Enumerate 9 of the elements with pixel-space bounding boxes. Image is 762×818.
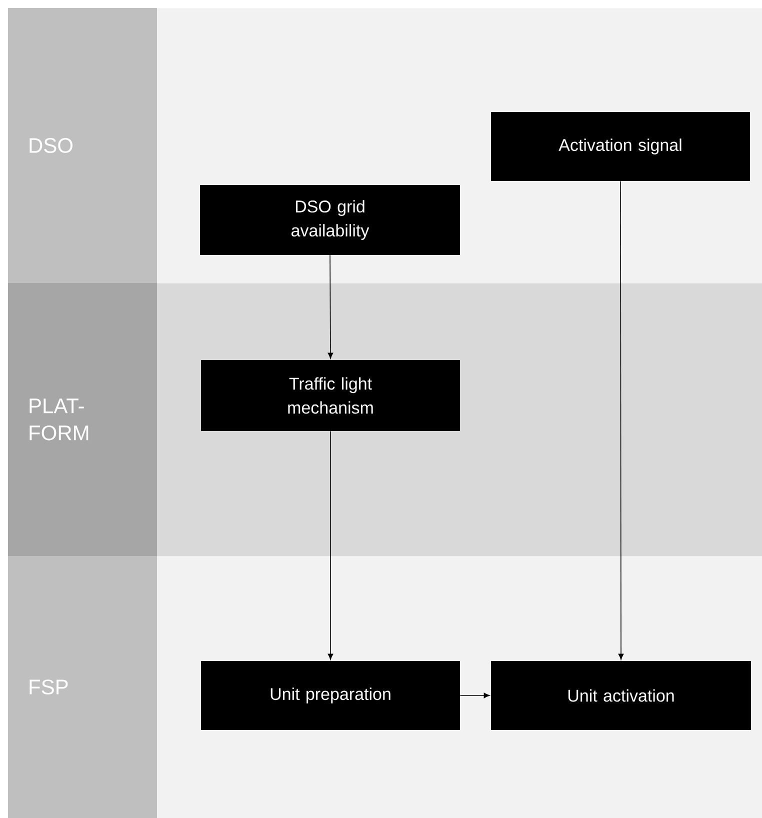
- arrow: [328, 430, 334, 660]
- process-box: Traffic light mechanism: [201, 360, 460, 431]
- process-box: Unit activation: [491, 661, 751, 730]
- arrow: [460, 692, 490, 698]
- process-box: Activation signal: [491, 112, 750, 181]
- arrow: [328, 254, 334, 359]
- process-box: Unit preparation: [201, 661, 460, 730]
- process-box: DSO grid availability: [200, 185, 460, 255]
- arrow: [618, 180, 624, 660]
